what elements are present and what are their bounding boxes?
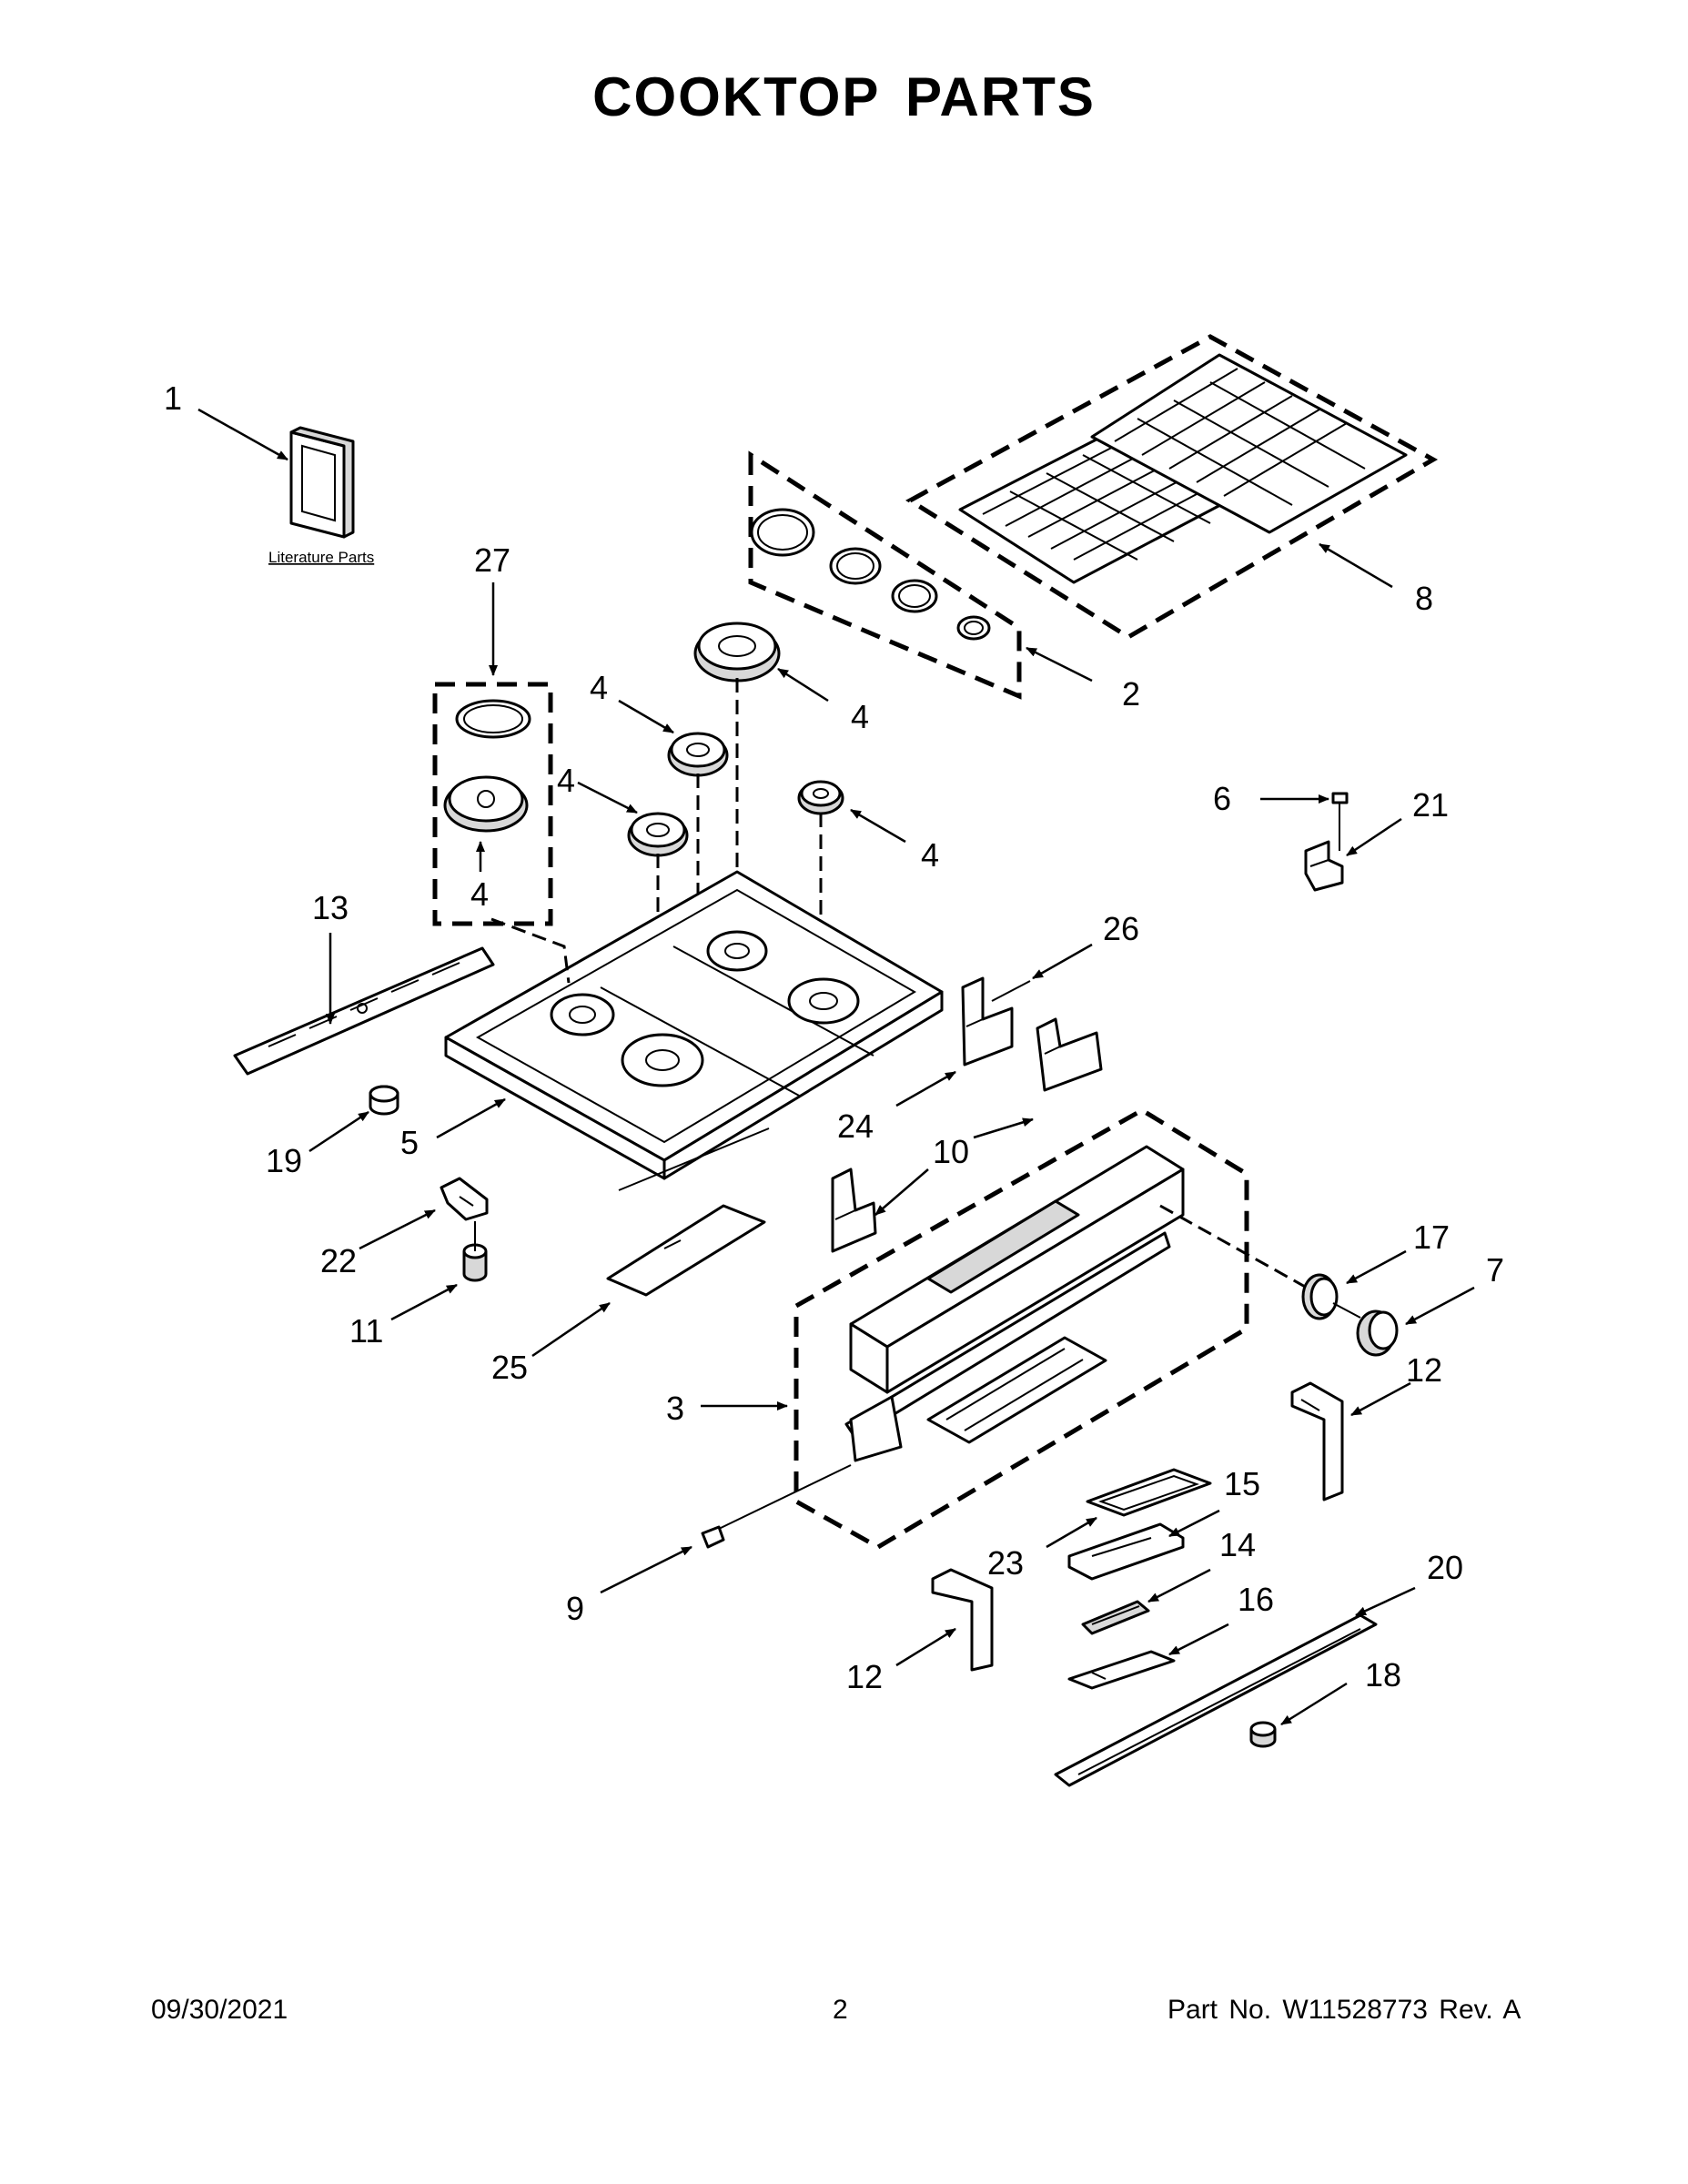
callout-27: 27 [474,541,510,579]
control-assembly-3[interactable] [793,1107,1249,1550]
callout-11: 11 [349,1312,383,1350]
callout-17: 17 [1413,1218,1450,1256]
callout-26: 26 [1103,910,1139,947]
valve-9[interactable] [701,1525,725,1549]
callout-19: 19 [266,1142,302,1179]
page-title: COOKTOP PARTS [592,66,1096,127]
callout-6: 6 [1213,780,1231,817]
burner-head-mid-rear[interactable] [667,732,729,1001]
bracket-21[interactable] [1304,840,1344,892]
callout-16: 16 [1238,1581,1274,1618]
gasket-23[interactable] [1086,1468,1212,1517]
bezel-17[interactable] [1301,1273,1339,1320]
end-cap-12-right[interactable] [1290,1381,1344,1502]
callout-3: 3 [666,1390,684,1427]
callout-12b: 12 [1406,1351,1442,1389]
callout-4d: 4 [921,836,939,874]
leveling-foot-11[interactable] [462,1221,488,1282]
bracket-24[interactable] [961,976,1014,1067]
callout-14: 14 [1219,1526,1256,1563]
callout-10: 10 [933,1133,969,1170]
footer-page-number: 2 [833,1995,848,2025]
cooktop-main-top[interactable] [444,870,944,1180]
burner-head-mid-front[interactable] [627,812,689,1010]
gasket-strip-26[interactable] [991,980,1031,1002]
burner-kit-27[interactable] [432,682,553,926]
bracket-16[interactable] [1067,1650,1176,1690]
callout-4e: 4 [470,875,489,913]
bracket-10-rear[interactable] [1036,1017,1103,1092]
footer-part-number: Part No. W11528773 Rev. A [1167,1995,1521,2025]
side-trim-13[interactable] [233,946,495,1076]
callout-4c: 4 [557,762,575,799]
callout-25: 25 [491,1349,528,1386]
callout-18: 18 [1365,1656,1401,1694]
callout-2: 2 [1122,675,1140,713]
callout-4a: 4 [851,698,869,735]
callout-9: 9 [566,1590,584,1627]
end-cap-12-left[interactable] [931,1568,994,1672]
control-knob-7[interactable] [1332,1302,1399,1357]
literature-parts-book[interactable] [289,426,355,539]
grate-right [1090,353,1408,534]
callout-23: 23 [987,1544,1024,1582]
callout-20: 20 [1427,1549,1463,1586]
grates-group[interactable] [905,334,1439,640]
callout-12a: 12 [846,1658,883,1695]
callout-5: 5 [400,1124,419,1161]
callout-4b: 4 [590,669,608,706]
burner-caps-group[interactable] [748,450,1022,700]
callout-15: 15 [1224,1465,1260,1502]
screw-6[interactable] [1331,792,1349,851]
control-board-15[interactable] [1067,1522,1185,1581]
callout-24: 24 [837,1107,874,1145]
grommet-19[interactable] [369,1085,399,1116]
footer-date: 09/30/2021 [151,1995,288,2025]
board-14[interactable] [1081,1600,1150,1635]
bracket-10-front[interactable] [831,1168,877,1253]
callout-21: 21 [1412,786,1449,824]
callout-13: 13 [312,889,349,926]
callout-8: 8 [1415,580,1433,617]
burner-head-small[interactable] [797,780,844,965]
burner-head-large[interactable] [693,622,781,942]
callout-22: 22 [320,1242,357,1279]
callout-1: 1 [164,379,182,417]
literature-parts-label: Literature Parts [268,549,374,566]
callout-7: 7 [1486,1251,1504,1289]
lower-trim-20[interactable] [1054,1613,1378,1787]
clip-18[interactable] [1249,1721,1277,1748]
bracket-22[interactable] [440,1177,489,1221]
cover-plate-25[interactable] [606,1127,770,1297]
